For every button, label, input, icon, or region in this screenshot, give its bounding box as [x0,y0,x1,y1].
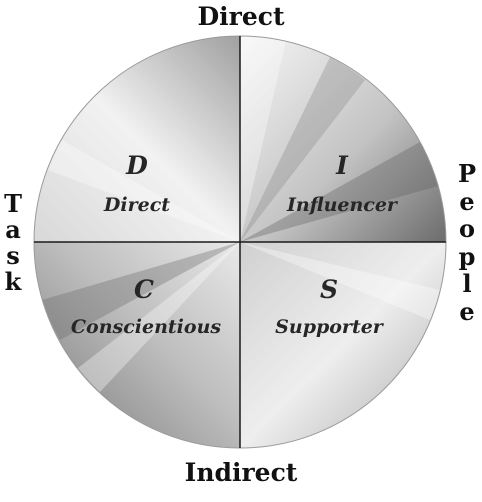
axis-label-task: T a s k [4,189,22,296]
quadrant-d-letter: D [126,151,148,180]
quadrant-c-letter: C [134,275,154,304]
quadrant-s-bg [240,242,446,448]
quadrant-i-bg [240,36,446,242]
quadrant-i-name: Influencer [287,194,397,216]
quadrant-d-name: Direct [103,194,171,216]
quadrant-c-bg [34,242,240,448]
quadrant-s-name: Supporter [275,316,383,338]
axis-label-direct: Direct [197,2,285,31]
quadrant-c-name: Conscientious [70,316,222,338]
quadrant-d-bg [34,36,240,242]
quadrant-i-letter: I [336,151,348,180]
axis-label-indirect: Indirect [184,458,298,487]
quadrant-s-letter: S [319,275,339,304]
axis-label-people: P e o p l e [457,159,477,326]
gradient-rays [42,35,440,392]
